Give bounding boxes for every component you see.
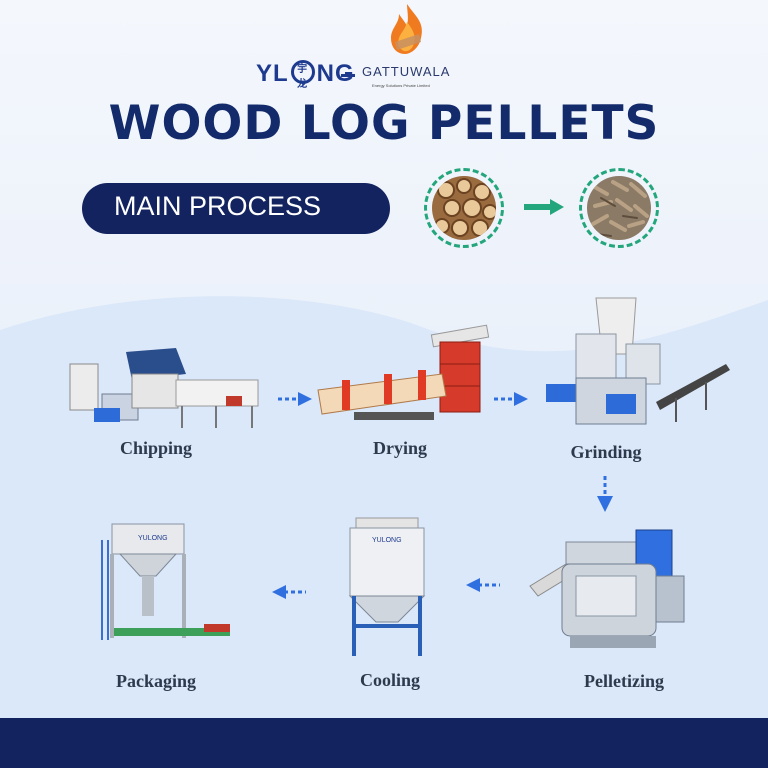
flame-logo-icon — [391, 4, 422, 54]
logo-separator — [341, 74, 355, 77]
stage-label-grinding: Grinding — [570, 442, 642, 462]
gattuwala-subtitle: Energy Solutions Private Limited — [372, 83, 430, 88]
flow-arrow-left-1 — [466, 578, 500, 592]
flow-arrow-right-2 — [494, 392, 528, 406]
bagging-machine: YULONG — [101, 523, 230, 640]
wood-logs-image — [424, 168, 504, 248]
gear-icon: 宇龙 — [290, 60, 315, 90]
wood-pellets-image — [579, 168, 659, 248]
pellet-mill-machine — [529, 529, 685, 648]
hammer-mill-machine — [546, 297, 730, 425]
bagger-brand-label: YULONG — [138, 535, 168, 542]
stage-label-chipping: Chipping — [119, 438, 193, 458]
yulong-logo-right: NG — [316, 60, 355, 87]
yulong-gear-glyph: 宇龙 — [297, 64, 309, 90]
flow-arrow-left-2 — [272, 585, 306, 599]
rotary-dryer-machine — [317, 324, 490, 420]
footer-bar — [0, 718, 768, 768]
flow-arrow-down — [597, 476, 613, 512]
page-title: WOOD LOG PELLETS — [108, 96, 660, 151]
wood-chipper-machine — [69, 348, 259, 428]
yulong-logo: YL 宇龙 NG — [256, 60, 355, 90]
stage-label-cooling: Cooling — [359, 670, 420, 690]
stage-label-drying: Drying — [373, 438, 427, 458]
gattuwala-logo: GATTUWALA — [362, 64, 451, 79]
cooler-brand-label: YULONG — [372, 537, 402, 544]
main-process-pill — [82, 183, 390, 234]
main-process-label: MAIN PROCESS — [114, 191, 322, 221]
counterflow-cooler-machine: YULONG — [348, 517, 426, 656]
yulong-logo-left: YL — [256, 60, 289, 87]
stage-label-packaging: Packaging — [115, 671, 196, 691]
stage-label-pelletizing: Pelletizing — [584, 671, 664, 691]
flow-arrow-right-1 — [278, 392, 312, 406]
green-right-arrow-icon — [524, 199, 564, 215]
